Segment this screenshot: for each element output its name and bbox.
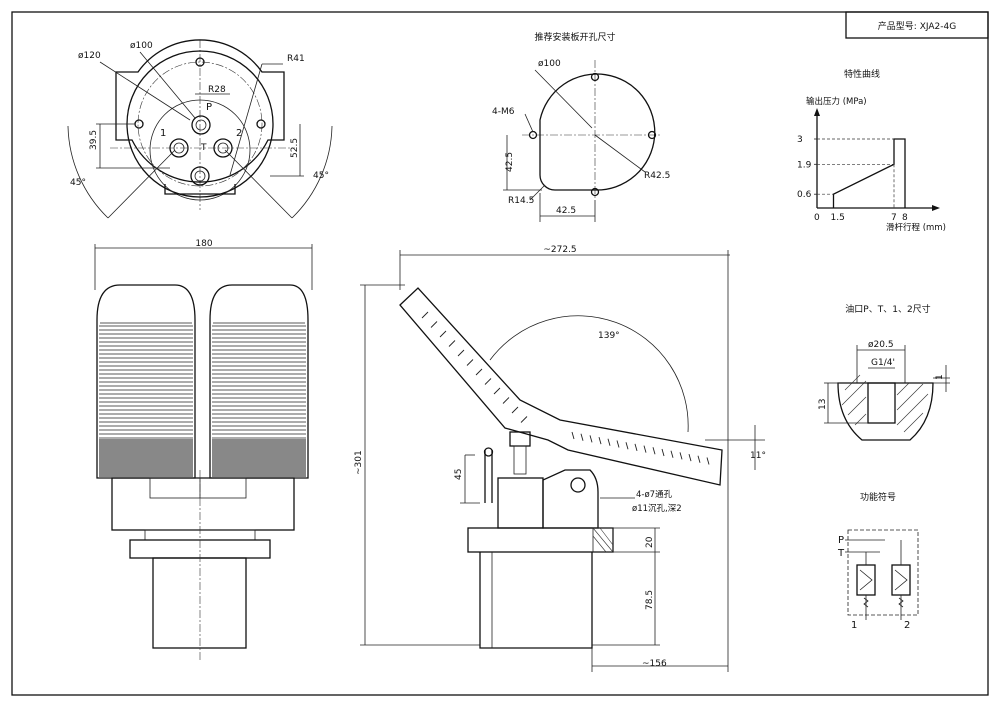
- curve-xlabel: 滑杆行程 (mm): [886, 222, 946, 233]
- pedal-tooth: [661, 448, 665, 457]
- side-dim-78-5: 78.5: [645, 590, 655, 610]
- mounting-d100: ø100: [538, 59, 561, 69]
- front-view: 180: [94, 239, 313, 660]
- pedal-tooth: [502, 397, 510, 404]
- label-d120: ø120: [78, 51, 101, 61]
- pedal-tooth: [571, 431, 575, 440]
- pedal-tooth: [511, 406, 519, 414]
- label-dim-52-5: 52.5: [290, 138, 300, 158]
- pedal-tooth: [616, 440, 620, 448]
- curve-x-tick-label: 7: [891, 213, 897, 223]
- label-dim-39-5: 39.5: [89, 130, 99, 150]
- curve-x-arrow: [932, 205, 940, 211]
- label-port-1: 1: [160, 128, 166, 139]
- label-port-2: 2: [236, 128, 242, 139]
- pedal-tooth: [466, 359, 474, 366]
- curve-title: 特性曲线: [844, 68, 880, 80]
- curve-x-tick-label: 0: [814, 213, 820, 223]
- curve-y-tick-label: 3: [797, 135, 803, 145]
- product-model: 产品型号: XJA2-4G: [878, 20, 956, 32]
- side-total-length: ~272.5: [543, 245, 576, 255]
- pedal-tooth: [484, 378, 492, 385]
- pedal-tooth: [421, 311, 429, 319]
- symbol-2: 2: [904, 620, 910, 631]
- pedal-tooth: [706, 457, 710, 465]
- mounting-cutout: 推荐安装板开孔尺寸 ø100 4-M6 42.5 42.5 R14.5 R42.…: [492, 31, 670, 222]
- symbol-t: T: [837, 548, 845, 559]
- label-port-t: T: [200, 143, 207, 153]
- pedal-tooth: [652, 447, 656, 455]
- mounting-dim-v: 42.5: [505, 152, 515, 172]
- pedal-tooth: [493, 387, 501, 395]
- pedal-tooth: [670, 450, 674, 458]
- mounting-dim-h: 42.5: [556, 206, 576, 216]
- pedal-tooth: [634, 443, 638, 452]
- pedal-tooth: [589, 435, 593, 443]
- curve-y-tick-label: 1.9: [797, 160, 812, 170]
- pedal-tooth: [625, 442, 629, 450]
- curve-y-tick-label: 0.6: [797, 190, 812, 200]
- pedal-tooth: [430, 321, 438, 328]
- port-title: 油口P、T、1、2尺寸: [845, 303, 930, 315]
- symbol-title: 功能符号: [860, 491, 896, 503]
- side-base: ~156: [642, 659, 667, 669]
- mounting-m6: 4-M6: [492, 107, 515, 117]
- pedal-tooth: [520, 416, 528, 423]
- pedal-tooth: [688, 453, 692, 462]
- label-angle-right: 45°: [313, 171, 329, 181]
- title-block: [845, 11, 989, 39]
- pedal-tooth: [457, 349, 465, 357]
- pedal-tooth: [643, 445, 647, 453]
- port-depth: 13: [818, 399, 828, 410]
- pedal-teeth: [421, 311, 710, 465]
- label-d100: ø100: [130, 41, 153, 51]
- symbol-p: P: [838, 535, 844, 546]
- pedal-tooth: [697, 455, 701, 463]
- pedal-tooth: [580, 433, 584, 441]
- mounting-r42-5: R42.5: [644, 171, 670, 181]
- top-view: ø120 ø100 R41 R28 P 1 2 T 39.5 52.5 45° …: [67, 39, 333, 219]
- pedal-tooth: [439, 330, 447, 338]
- side-tilt: 11°: [750, 451, 766, 461]
- pedal-tooth: [607, 438, 611, 446]
- drawing-border: [11, 11, 989, 696]
- side-dim-45: 45: [454, 469, 464, 480]
- side-hole-note-2: ø11沉孔,深2: [632, 504, 682, 514]
- port-gap: 1: [935, 374, 945, 380]
- pedal-tooth: [679, 452, 683, 460]
- curve-x-tick-label: 8: [902, 213, 908, 223]
- function-symbol: 功能符号 P T 1 2: [837, 491, 919, 631]
- port-d20-5: ø20.5: [868, 340, 894, 350]
- label-r41: R41: [287, 54, 305, 64]
- curve-ylabel: 输出压力 (MPa): [806, 96, 867, 107]
- symbol-1: 1: [851, 620, 857, 631]
- pedal-tooth: [598, 436, 602, 445]
- label-port-p: P: [206, 102, 212, 113]
- side-dim-20: 20: [645, 536, 655, 548]
- port-thread: G1/4': [871, 358, 895, 368]
- curve-y-arrow: [814, 108, 820, 116]
- side-hole-note-1: 4-ø7通孔: [636, 489, 673, 500]
- curve-line: [832, 138, 906, 208]
- pedal-tooth: [448, 340, 456, 347]
- pedal-ribs: [99, 325, 306, 477]
- side-view: ~272.5 ~301 ~156 139° 11° 45 4-ø7通孔: [354, 245, 766, 672]
- mounting-r14-5: R14.5: [508, 196, 534, 206]
- side-angle: 139°: [598, 331, 620, 341]
- pedal-tooth: [475, 368, 483, 376]
- label-r28: R28: [208, 85, 226, 95]
- mounting-title: 推荐安装板开孔尺寸: [534, 31, 615, 43]
- side-height: ~301: [354, 450, 364, 475]
- label-angle-left: 45°: [70, 178, 86, 188]
- port-detail: 油口P、T、1、2尺寸 ø20.5 G1/4' 13 1: [818, 303, 950, 441]
- front-width: 180: [195, 239, 212, 249]
- curve-x-tick-label: 1.5: [831, 213, 845, 223]
